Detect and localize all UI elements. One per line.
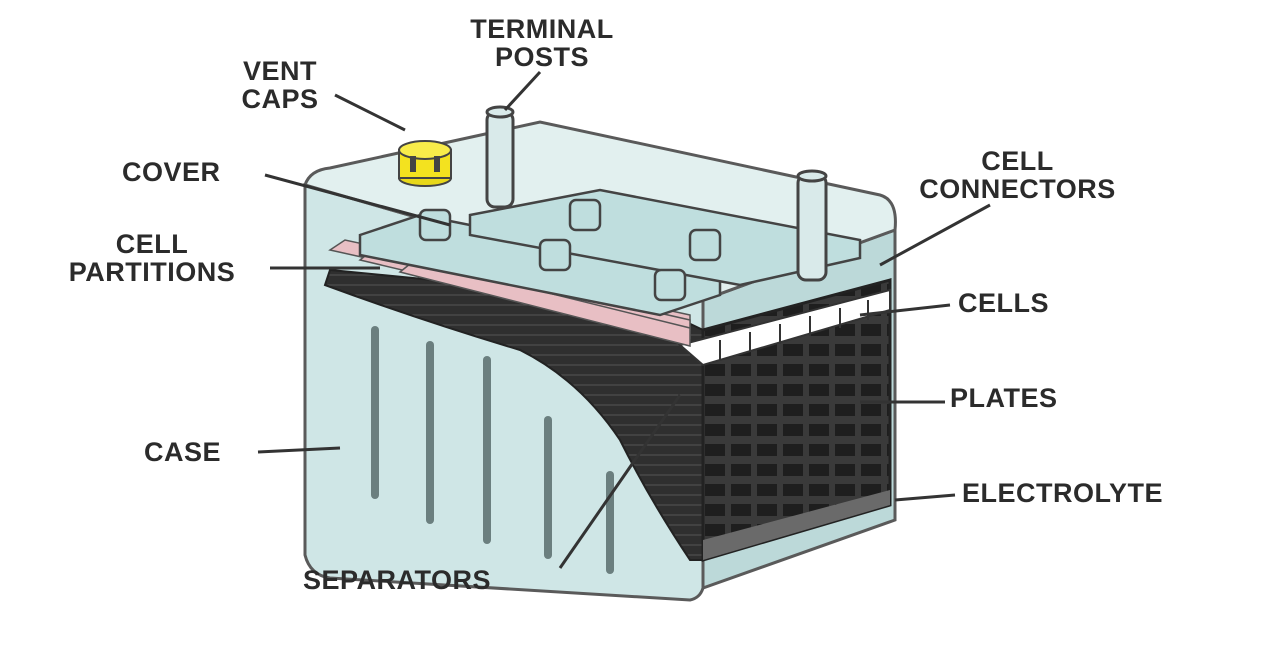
cutaway-dark bbox=[323, 268, 704, 561]
label-separators: SEPARATORS bbox=[303, 565, 492, 595]
label-vent-caps: VENT CAPS bbox=[220, 57, 340, 113]
electrolyte-layer bbox=[703, 490, 890, 560]
label-terminal: TERMINAL bbox=[470, 14, 614, 44]
label-caps: CAPS bbox=[241, 84, 319, 114]
label-vent: VENT bbox=[242, 56, 317, 86]
leader-lines bbox=[257, 70, 991, 569]
label-partitions: PARTITIONS bbox=[68, 257, 236, 287]
label-connectors: CONNECTORS bbox=[919, 174, 1116, 204]
label-terminal-posts: TERMINAL POSTS bbox=[442, 15, 642, 71]
label-plates: PLATES bbox=[950, 383, 1058, 413]
label-cell-connectors: CELL CONNECTORS bbox=[885, 147, 1150, 203]
label-case: CASE bbox=[144, 437, 222, 467]
label-cover: COVER bbox=[122, 157, 221, 187]
terminal-posts bbox=[485, 105, 828, 282]
label-cell-1: CELL bbox=[981, 146, 1054, 176]
label-cell-2: CELL bbox=[115, 229, 189, 259]
partition-lines bbox=[371, 326, 614, 574]
label-cells: CELLS bbox=[958, 288, 1050, 318]
plate-tops bbox=[677, 288, 891, 367]
label-electrolyte: ELECTROLYTE bbox=[962, 478, 1164, 508]
cell-connector-straps bbox=[358, 188, 862, 317]
label-cell-partitions: CELL PARTITIONS bbox=[38, 230, 266, 286]
label-posts: POSTS bbox=[494, 42, 590, 72]
vent-cap bbox=[398, 140, 452, 187]
